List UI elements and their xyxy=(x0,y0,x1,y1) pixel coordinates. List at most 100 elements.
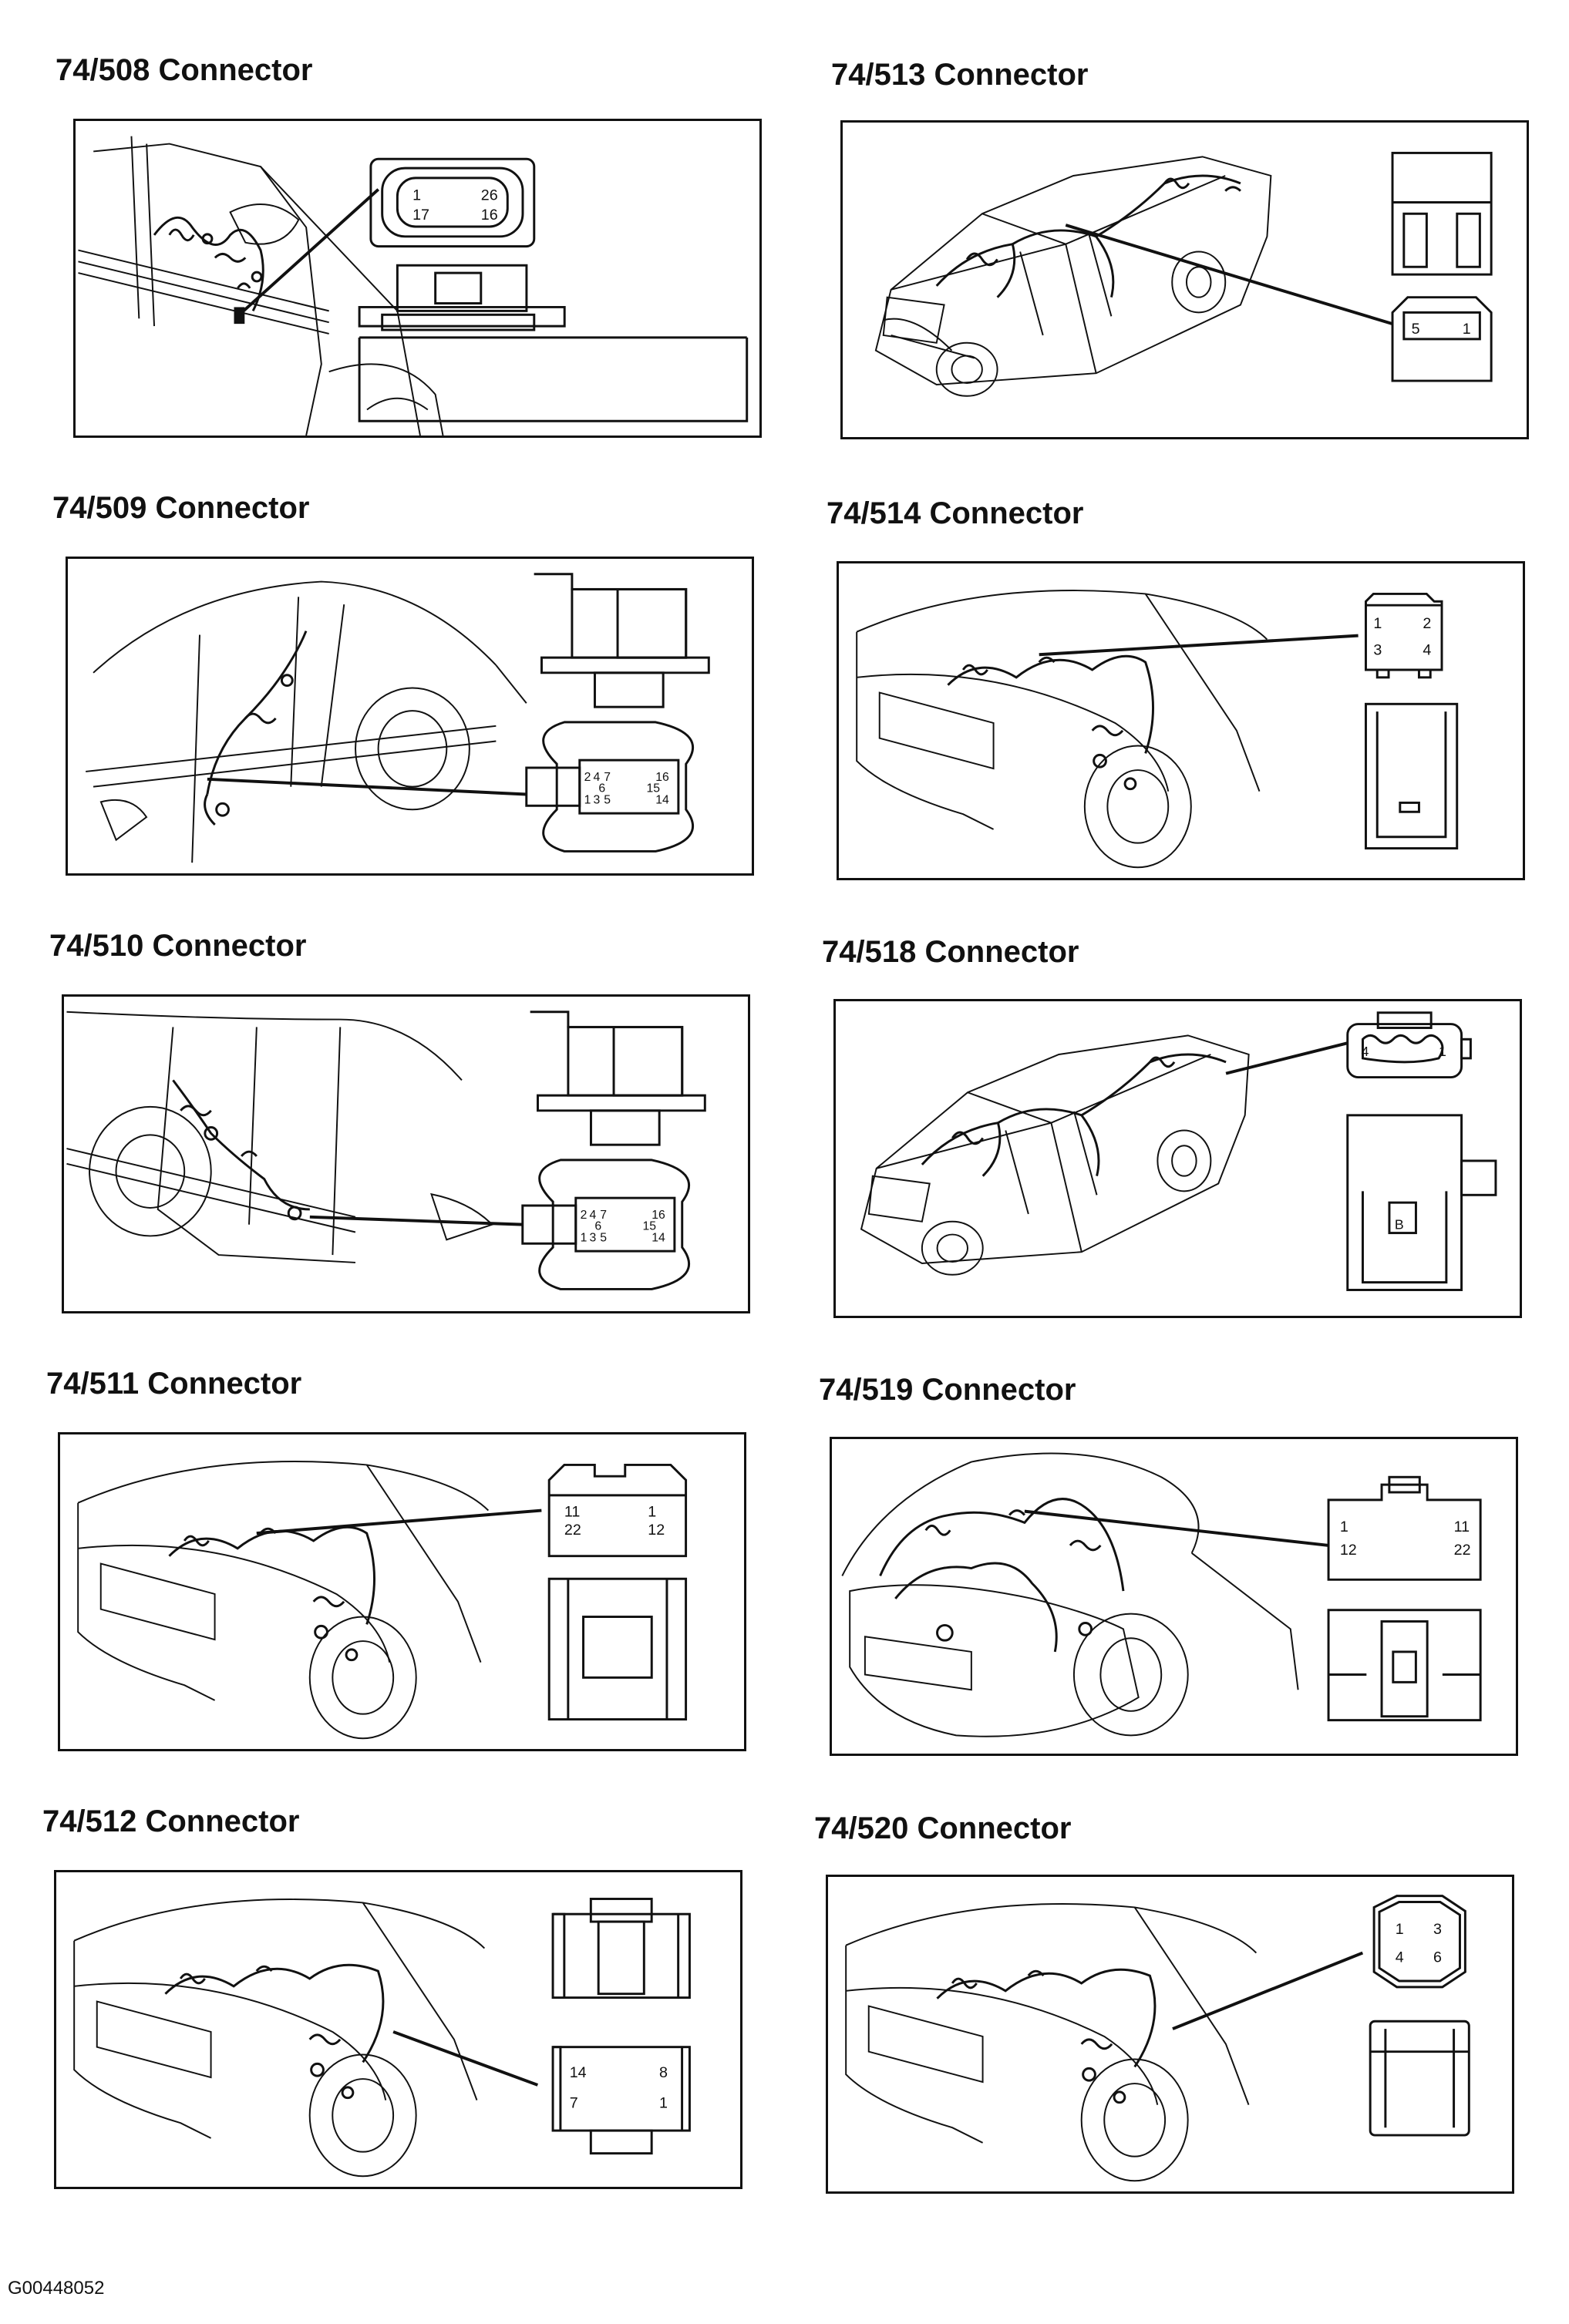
car-outline xyxy=(845,1903,1258,2182)
title-74-513: 74/513 Connector xyxy=(831,58,1089,92)
pin-label: 7 xyxy=(570,2095,578,2112)
car-outline xyxy=(856,590,1268,869)
pin-label: 7 xyxy=(600,1209,607,1222)
diagram-74-509: 2 4 7 6 1 3 5 16 15 14 xyxy=(86,573,710,863)
title-74-514: 74/514 Connector xyxy=(827,496,1084,530)
connector-side xyxy=(547,1577,688,1721)
connector-face xyxy=(1346,1011,1472,1079)
connector-top xyxy=(551,1898,691,1999)
wiring-harness xyxy=(164,1963,385,2100)
pin-label: 16 xyxy=(481,207,498,224)
pin-label: 1 xyxy=(1373,615,1382,632)
connector-face xyxy=(525,721,695,853)
connector-face xyxy=(1327,1475,1482,1581)
pin-label: 1 xyxy=(1463,321,1471,338)
car-door-outline xyxy=(93,143,322,436)
pin-label: 5 xyxy=(600,1231,607,1244)
diagram-74-510: 2 4 7 6 1 3 5 16 15 14 xyxy=(66,1011,706,1290)
leader-line xyxy=(1225,1041,1348,1075)
pin-label: 4 xyxy=(1423,641,1431,658)
pin-label: 14 xyxy=(570,2064,587,2081)
connector-top xyxy=(1391,151,1493,276)
wiring-harness xyxy=(153,216,264,312)
wiring-harness xyxy=(936,1968,1157,2104)
car-outline xyxy=(874,156,1272,397)
diagram-74-513: 5 1 xyxy=(874,151,1493,397)
connector-face xyxy=(1391,296,1493,382)
diagram-74-508: 1 26 17 16 xyxy=(78,136,749,436)
leader-line xyxy=(1172,1951,1364,2030)
connector-face xyxy=(551,2046,691,2155)
leader-line xyxy=(1039,634,1359,657)
pin-label: 1 xyxy=(659,2095,668,2112)
pin-label: 4 xyxy=(1396,1949,1404,1966)
pin-label: 7 xyxy=(604,771,611,784)
pin-label: 1 xyxy=(412,187,421,203)
pin-label: 8 xyxy=(659,2064,668,2081)
leader-line xyxy=(256,1508,542,1535)
pin-label: 2 xyxy=(1423,615,1431,632)
panel-74-510: 2 4 7 6 1 3 5 16 15 14 xyxy=(62,994,750,1313)
pin-label: B xyxy=(1395,1217,1404,1233)
title-74-519: 74/519 Connector xyxy=(819,1373,1076,1407)
connector-side xyxy=(530,1011,706,1146)
pin-label: 1 xyxy=(1396,1921,1404,1938)
connector-face xyxy=(369,157,536,248)
pin-label: 12 xyxy=(1340,1542,1357,1559)
pin-label: 11 xyxy=(564,1503,580,1520)
connector-face xyxy=(547,1463,688,1558)
panel-74-518: 4 1 B xyxy=(833,999,1522,1318)
panel-74-512: 14 8 7 1 xyxy=(54,1870,742,2189)
panel-74-513: 5 1 xyxy=(840,120,1529,439)
diagram-74-511: 11 1 22 12 xyxy=(77,1461,688,1740)
connector-side xyxy=(358,264,749,422)
diagram-74-520: 1 3 4 6 xyxy=(845,1895,1470,2182)
pin-label: 1 xyxy=(581,1231,588,1244)
pin-label: 6 xyxy=(594,1220,601,1233)
title-74-518: 74/518 Connector xyxy=(822,935,1079,969)
car-outline xyxy=(841,1452,1299,1737)
pin-label: 3 xyxy=(1433,1921,1442,1938)
pin-label: 1 xyxy=(1340,1519,1348,1535)
leader-line xyxy=(1065,224,1393,326)
pin-label: 6 xyxy=(598,782,605,795)
connector-side xyxy=(1369,2020,1470,2137)
pin-label: 4 xyxy=(590,1209,597,1222)
pin-label: 1 xyxy=(1439,1044,1446,1059)
leader-line xyxy=(1024,1509,1329,1547)
pin-label: 1 xyxy=(648,1503,656,1520)
diagram-74-512: 14 8 7 1 xyxy=(73,1898,691,2178)
wiring-harness xyxy=(921,1053,1227,1177)
pin-label: 16 xyxy=(652,1209,665,1222)
title-74-512: 74/512 Connector xyxy=(42,1804,300,1838)
panel-74-520: 1 3 4 6 xyxy=(826,1875,1514,2194)
pin-label: 15 xyxy=(642,1220,656,1233)
pin-label: 14 xyxy=(655,793,669,806)
wiring-harness xyxy=(172,1079,310,1221)
pin-label: 3 xyxy=(594,793,601,806)
leader-line xyxy=(238,188,380,316)
connector-side xyxy=(1346,1114,1497,1291)
leader-line xyxy=(309,1215,523,1226)
wiring-harness xyxy=(935,174,1241,298)
connector-face xyxy=(1364,592,1443,679)
pin-label: 22 xyxy=(1454,1542,1471,1559)
pin-label: 6 xyxy=(1433,1949,1442,1966)
pin-label: 22 xyxy=(564,1522,581,1539)
pin-label: 5 xyxy=(1412,321,1420,338)
pin-label: 5 xyxy=(604,793,611,806)
title-74-510: 74/510 Connector xyxy=(49,929,307,963)
pin-label: 3 xyxy=(590,1231,597,1244)
car-outline xyxy=(77,1461,490,1740)
panel-74-509: 2 4 7 6 1 3 5 16 15 14 xyxy=(66,557,754,876)
figure-code: G00448052 xyxy=(8,2278,105,2299)
connector-side xyxy=(1364,702,1459,850)
diagram-74-518: 4 1 B xyxy=(860,1011,1497,1291)
pin-label: 4 xyxy=(594,771,601,784)
wiring-harness xyxy=(168,1525,376,1662)
pin-label: 17 xyxy=(412,207,429,224)
title-74-508: 74/508 Connector xyxy=(56,53,313,87)
pin-label: 2 xyxy=(581,1209,588,1222)
wiring-harness xyxy=(947,654,1155,791)
title-74-520: 74/520 Connector xyxy=(814,1811,1072,1845)
